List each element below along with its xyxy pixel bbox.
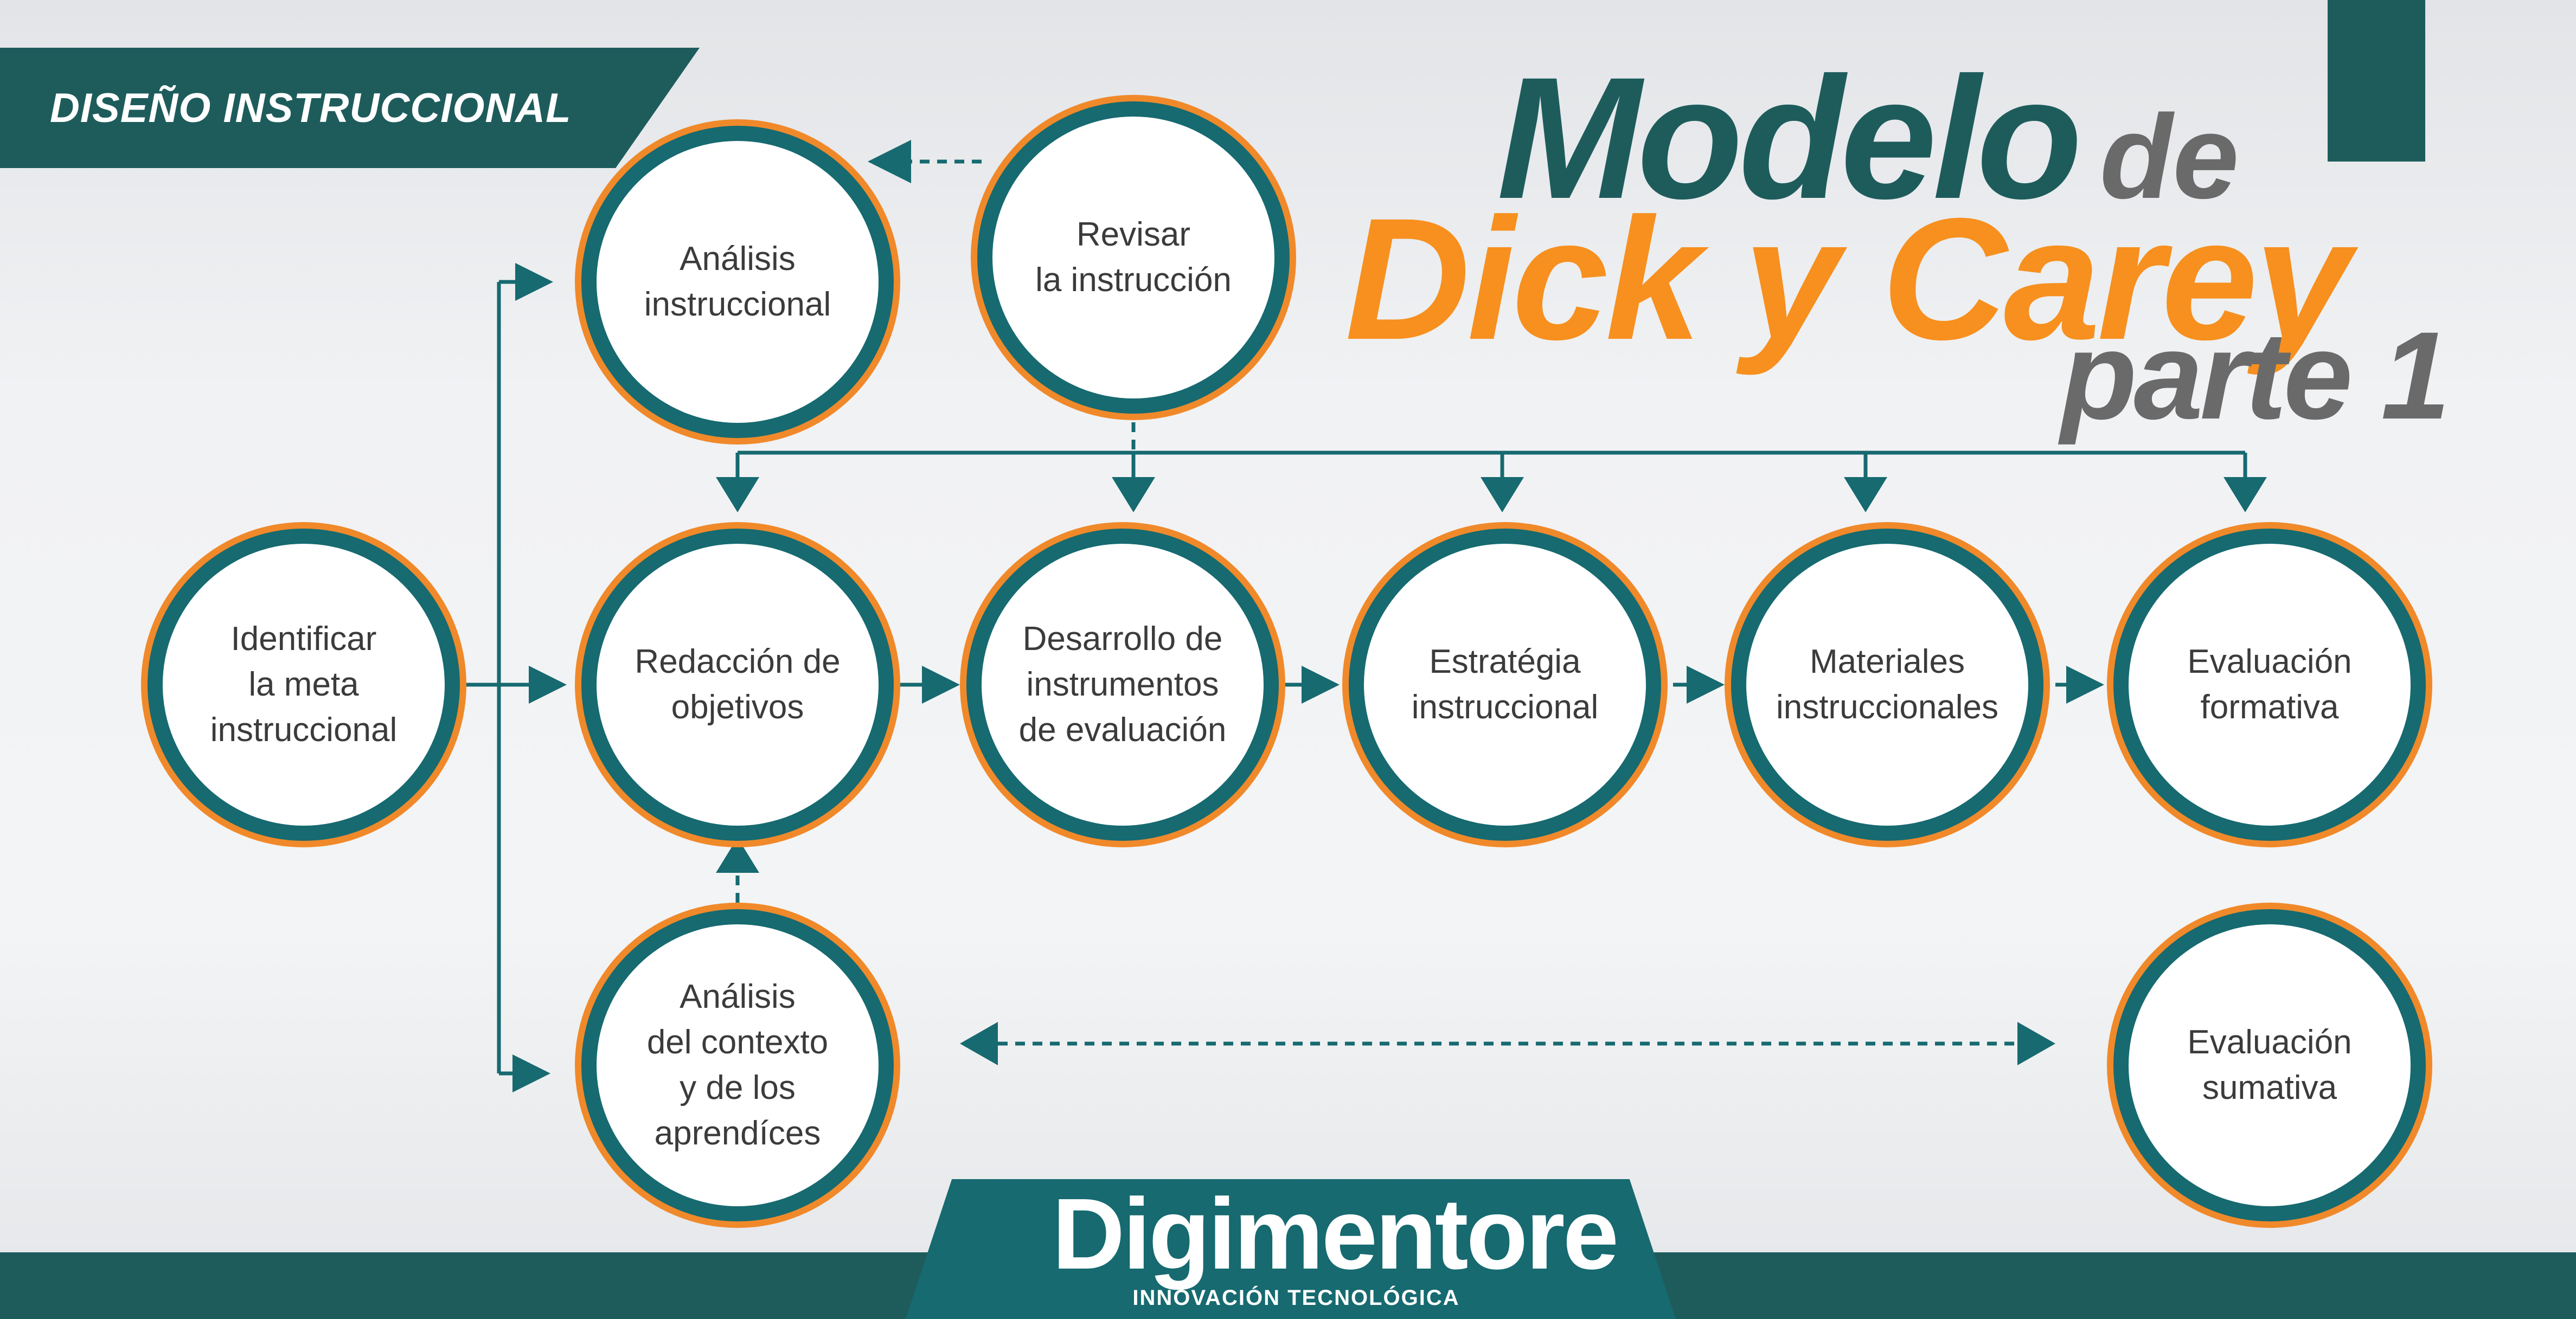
title-modelo: Modelo bbox=[1497, 41, 2082, 235]
node-evaluacion-sumativa: Evaluación sumativa bbox=[2107, 903, 2432, 1228]
arrow-icon bbox=[2017, 1022, 2055, 1065]
arrow-icon bbox=[2066, 666, 2104, 704]
corner-accent-bar bbox=[2328, 0, 2425, 162]
logo-tab bbox=[906, 1179, 1676, 1319]
node-estrategia-instruccional: Estratégia instruccional bbox=[1342, 522, 1668, 847]
arrow-icon bbox=[2223, 477, 2267, 512]
title-line-2: Dick y Carey bbox=[1345, 182, 2351, 376]
node-label: Materiales instruccionales bbox=[1776, 643, 1999, 726]
arrow-icon bbox=[716, 838, 759, 873]
node-label: Redacción de objetivos bbox=[635, 643, 841, 726]
arrow-icon bbox=[515, 263, 553, 301]
arrow-icon bbox=[1844, 477, 1887, 512]
brand-tagline: INNOVACIÓN TECNOLÓGICA bbox=[1132, 1286, 1460, 1310]
node-redaccion-objetivos: Redacción de objetivos bbox=[575, 522, 900, 847]
arrow-icon bbox=[716, 477, 759, 512]
node-revisar-instruccion: Revisar la instrucción bbox=[971, 95, 1296, 420]
arrow-icon bbox=[868, 140, 911, 183]
node-label: Desarrollo de instrumentos de evaluación bbox=[1018, 620, 1227, 749]
arrow-icon bbox=[1687, 666, 1725, 704]
arrow-icon bbox=[960, 1022, 998, 1065]
node-identificar-meta: Identificar la meta instruccional bbox=[141, 522, 466, 847]
node-label: Estratégia instruccional bbox=[1411, 643, 1599, 726]
arrow-icon bbox=[922, 666, 960, 704]
arrow-icon bbox=[1302, 666, 1340, 704]
node-label: Evaluación formativa bbox=[2187, 643, 2352, 726]
arrow-icon bbox=[512, 1054, 550, 1092]
arrow-icon bbox=[529, 666, 567, 704]
brand-logo: Digimentore bbox=[1052, 1178, 1619, 1290]
node-label: Evaluación sumativa bbox=[2187, 1024, 2352, 1106]
node-desarrollo-instrumentos: Desarrollo de instrumentos de evaluación bbox=[960, 522, 1285, 847]
node-label: Análisis instruccional bbox=[644, 240, 831, 323]
node-label: Identificar la meta instruccional bbox=[210, 620, 398, 749]
arrow-icon bbox=[1481, 477, 1524, 512]
node-materiales-instruccionales: Materiales instruccionales bbox=[1725, 522, 2050, 847]
arrow-icon bbox=[1112, 477, 1155, 512]
node-evaluacion-formativa: Evaluación formativa bbox=[2107, 522, 2432, 847]
node-label: Revisar la instrucción bbox=[1035, 216, 1232, 299]
header-banner: DISEÑO INSTRUCCIONAL bbox=[0, 48, 700, 168]
title-de: de bbox=[2099, 90, 2239, 223]
node-label: Análisis del contexto y de los aprendíce… bbox=[646, 978, 829, 1152]
banner-title: DISEÑO INSTRUCCIONAL bbox=[50, 85, 572, 131]
node-analisis-contexto: Análisis del contexto y de los aprendíce… bbox=[575, 903, 900, 1228]
node-analisis-instruccional: Análisis instruccional bbox=[575, 119, 900, 445]
title-line-3: parte 1 bbox=[2061, 306, 2450, 445]
